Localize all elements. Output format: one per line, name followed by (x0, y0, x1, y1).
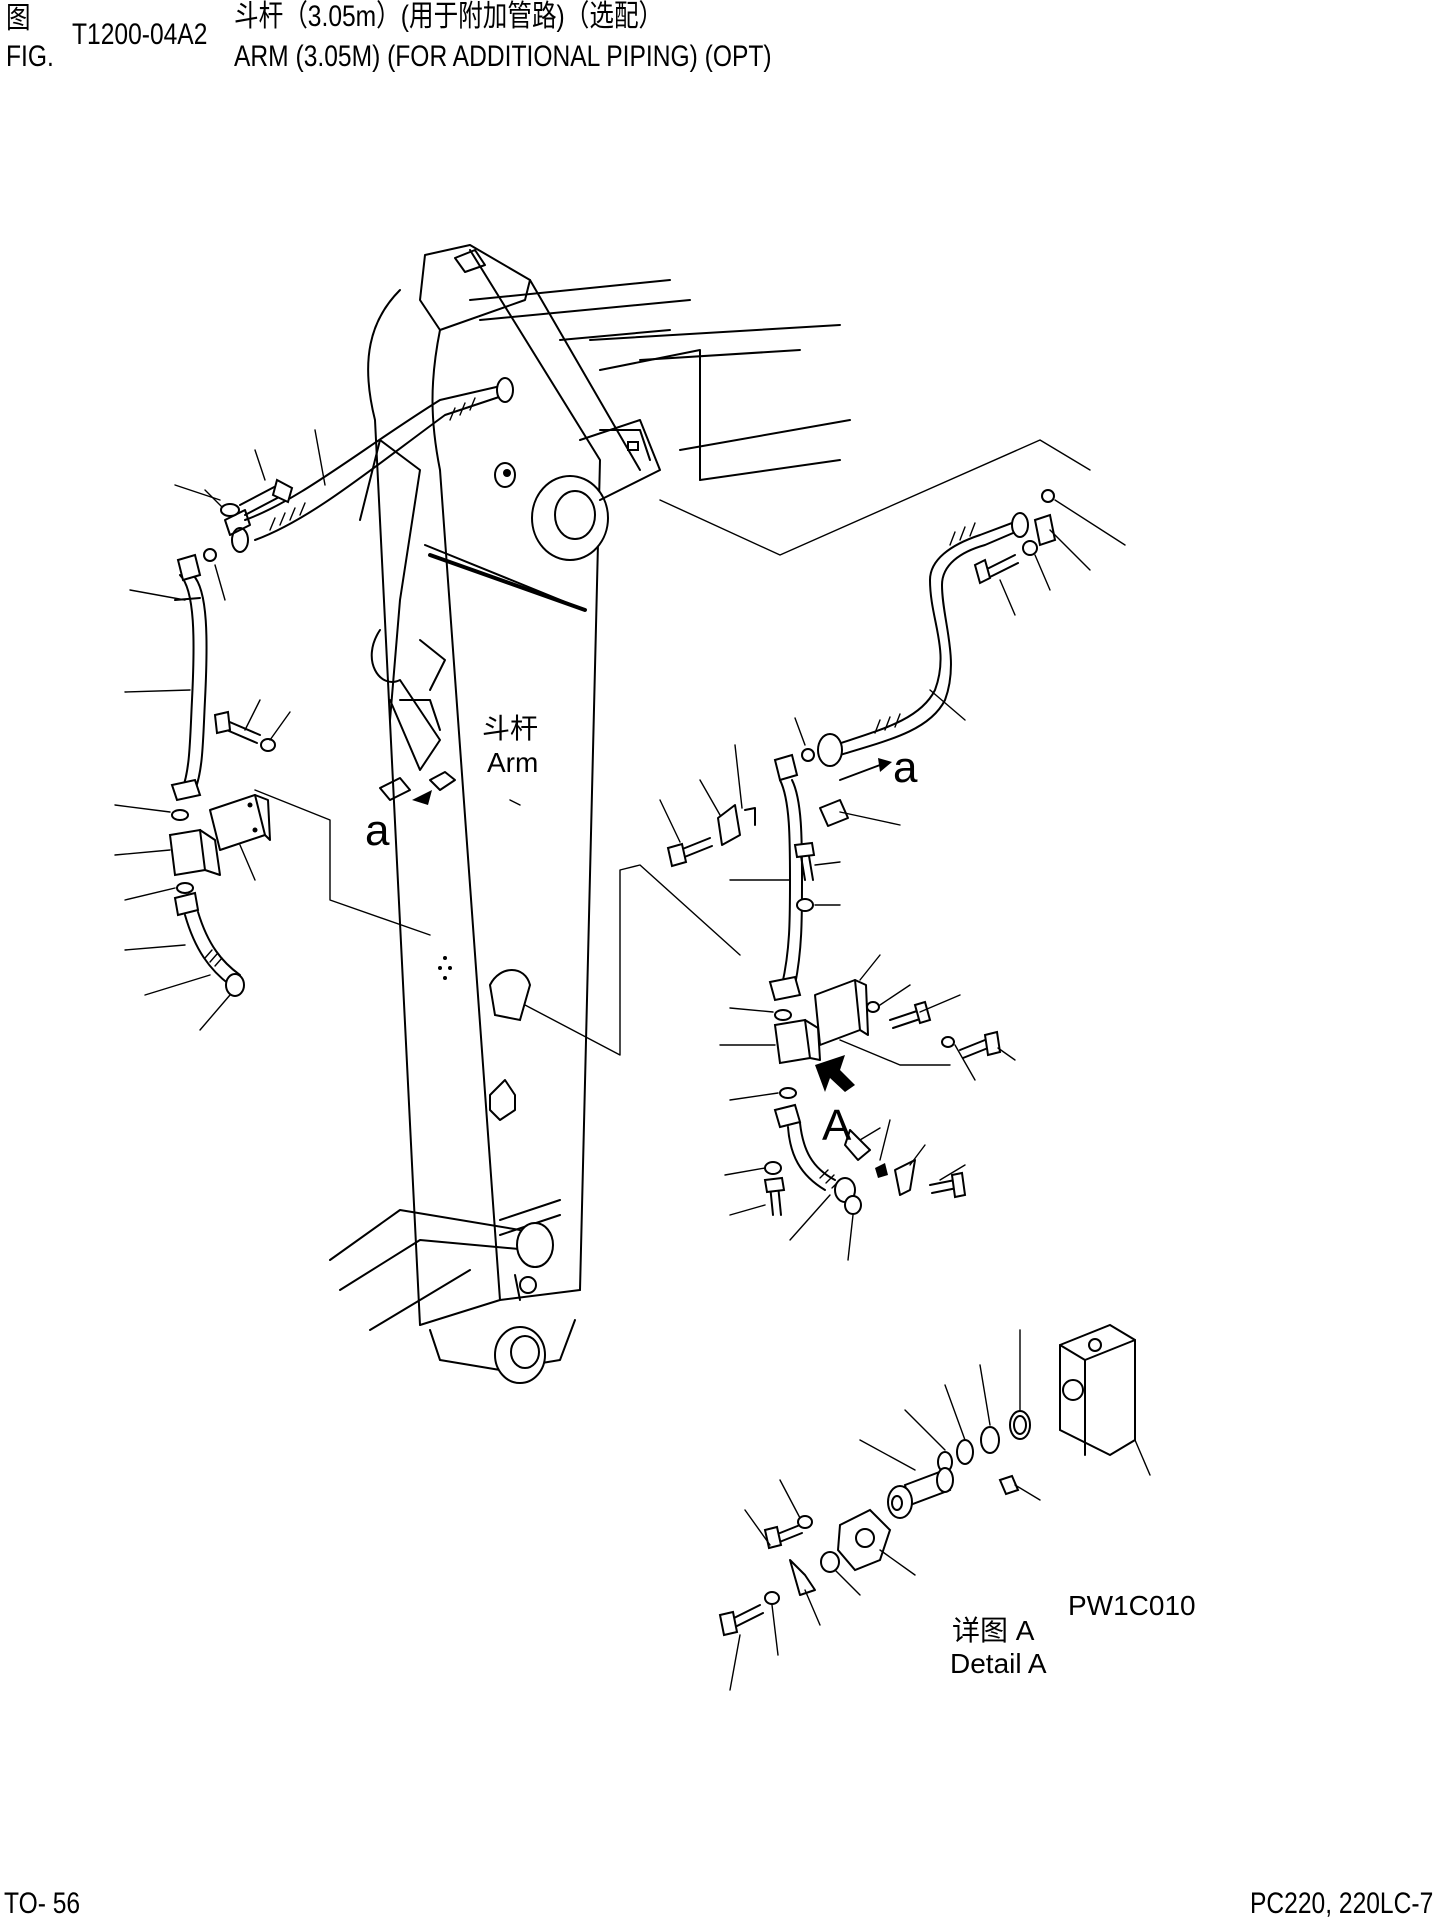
drawing-code: PW1C010 (1068, 1590, 1196, 1621)
right-parts (524, 717, 1016, 1261)
fig-label-cn: 图 (6, 2, 31, 35)
arrow-a-left (412, 790, 432, 805)
figure-number: T1200-04A2 (72, 18, 208, 51)
title-cn: 斗杆（3.05m）(用于附加管路)（选配） (234, 0, 664, 33)
view-a-marker-left: a (365, 806, 390, 855)
detail-label-cn: 详图 A (952, 1615, 1035, 1646)
arm-label-cn: 斗杆 (482, 713, 538, 744)
boom-lines (469, 279, 851, 481)
left-parts (114, 449, 431, 1031)
arm-body (329, 244, 661, 1384)
title-en: ARM (3.05M) (FOR ADDITIONAL PIPING) (OPT… (234, 40, 772, 73)
detail-label-en: Detail A (950, 1648, 1047, 1679)
fig-label-en: FIG. (6, 40, 54, 73)
view-A-marker: A (822, 1101, 852, 1150)
model-number: PC220, 220LC-7 (1250, 1887, 1434, 1920)
arm-label-en: Arm (487, 747, 538, 778)
arrow-a-right-head (878, 758, 892, 772)
view-a-marker-right: a (893, 743, 918, 792)
page-number: TO- 56 (4, 1887, 81, 1920)
detail-a-parts (718, 1323, 1151, 1691)
arrow-a-right-shaft (839, 764, 881, 781)
left-hose (231, 377, 514, 553)
right-hose (509, 439, 1126, 806)
